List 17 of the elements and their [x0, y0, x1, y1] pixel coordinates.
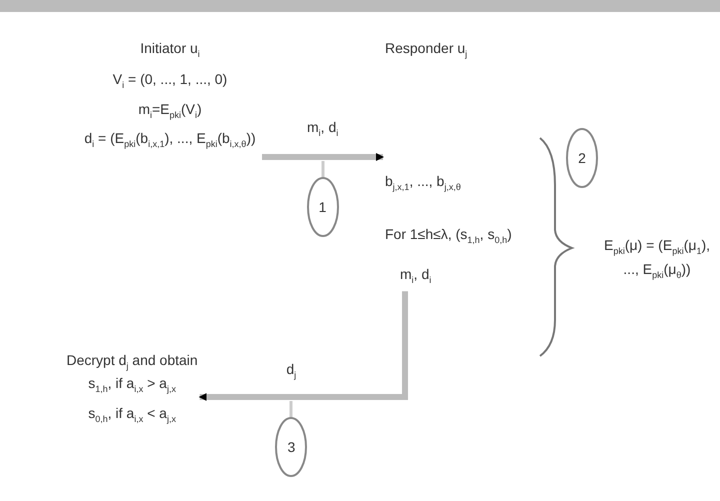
formula: E$_{pki}$(μ) = (E$_{pki}$(μ$_{1}$), ..., E$_{pki}$(μ$_{θ}$)): [602, 236, 712, 282]
formula: b$_{j,x,1}$, ..., b$_{j,x,θ}$: [385, 172, 461, 194]
node-ellipse: [566, 128, 598, 188]
formula: V$_{i}$ = (0, ..., 1, ..., 0): [112, 70, 228, 92]
arrow: [262, 153, 384, 161]
formula: s$_{1,h}$, if a$_{i,x}$ > a$_{j,x}$: [88, 374, 176, 396]
formula: d$_{i}$ = (E$_{pki}$(b$_{i,x,1}$), ..., E$_{pki}$(b$_{i,x,θ}$)): [83, 130, 257, 152]
formula: For 1≤h≤λ, (s$_{1,h}$, s$_{0,h}$): [385, 226, 512, 246]
arrow: [198, 291, 408, 401]
role-heading: Responder u$_{j}$: [385, 40, 468, 61]
instruction-text: Decrypt d$_{j}$ and obtain: [66, 352, 198, 373]
role-heading: Initiator u$_{i}$: [140, 40, 200, 61]
formula: m$_{i}$, d$_{i}$: [400, 266, 432, 288]
formula: s$_{0,h}$, if a$_{i,x}$ < a$_{j,x}$: [88, 404, 176, 426]
formula: m$_{i}$=E$_{pki}$(V$_{i}$): [138, 100, 202, 122]
node-ellipse: [275, 417, 308, 477]
node-ellipse: [306, 177, 338, 237]
